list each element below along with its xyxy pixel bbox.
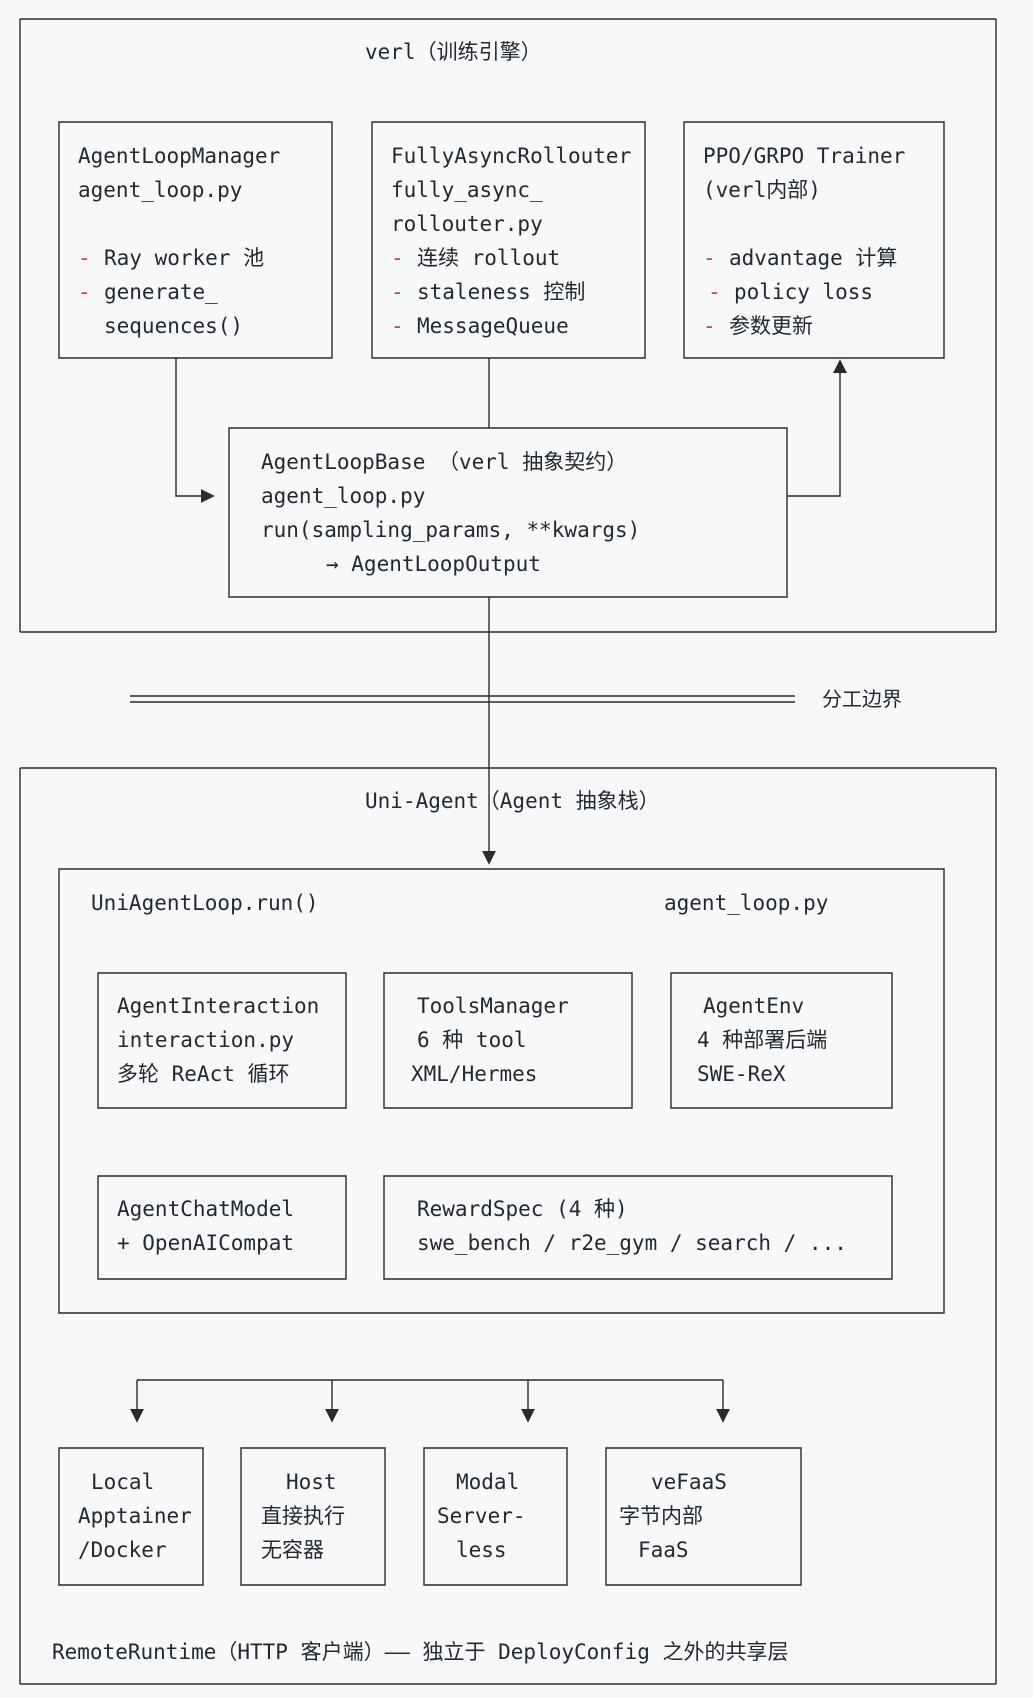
backend-local-line2: Apptainer [78, 1504, 192, 1528]
verl-section-title: verl（训练引擎） [365, 40, 542, 64]
remote-runtime-footer: RemoteRuntime（HTTP 客户端）—— 独立于 DeployConf… [52, 1640, 789, 1664]
backend-local-border [58, 1447, 204, 1586]
agent-loop-base-border [228, 427, 788, 598]
reward-spec-line2: swe_bench / r2e_gym / search / ... [417, 1231, 847, 1255]
backend-modal-line3: less [456, 1538, 507, 1562]
agent-loop-manager-file: agent_loop.py [78, 178, 243, 202]
rollouter-item-staleness: staleness 控制 [417, 280, 586, 304]
agent-env-name: AgentEnv [703, 994, 805, 1018]
rollouter-file-line2: rollouter.py [391, 212, 543, 236]
bullet-dash: - [78, 246, 91, 270]
base-to-trainer-connector [787, 359, 847, 497]
manager-item-generate: generate_ [104, 280, 218, 304]
bullet-dash: - [391, 246, 404, 270]
agent-interaction-desc: 多轮 ReAct 循环 [117, 1062, 290, 1086]
bullet-dash: - [703, 246, 716, 270]
agent-env-border [670, 972, 893, 1109]
agent-interaction-file: interaction.py [117, 1028, 295, 1052]
uni-agent-section-title: Uni-Agent（Agent 抽象栈） [365, 789, 660, 813]
bullet-dash: - [391, 280, 404, 304]
agent-chat-model-line2: + OpenAICompat [117, 1231, 295, 1255]
bullet-dash: - [391, 314, 404, 338]
rollouter-item-continuous: 连续 rollout [417, 246, 561, 270]
rollouter-name: FullyAsyncRollouter [391, 144, 632, 168]
uni-agent-loop-border [58, 868, 945, 1314]
backend-modal-line1: Modal [456, 1470, 520, 1494]
reward-spec-border [383, 1175, 893, 1280]
agent-chat-model-name: AgentChatModel [117, 1197, 295, 1221]
backend-local-line3: /Docker [78, 1538, 167, 1562]
rollouter-item-queue: MessageQueue [417, 314, 569, 338]
verl-section-border [19, 18, 997, 633]
agent-loop-base-title: AgentLoopBase （verl 抽象契约） [261, 450, 628, 474]
backend-host-border [240, 1447, 386, 1586]
backend-vefaas-border [605, 1447, 802, 1586]
rollouter-file-line1: fully_async_ [391, 178, 543, 202]
backend-vefaas-line1: veFaaS [651, 1470, 727, 1494]
boundary-double-line [130, 695, 795, 703]
bullet-dash: - [708, 280, 721, 304]
tools-manager-border [383, 972, 633, 1109]
agent-loop-base-file: agent_loop.py [261, 484, 426, 508]
agent-loop-manager-name: AgentLoopManager [78, 144, 281, 168]
manager-item-ray: Ray worker 池 [104, 246, 265, 270]
backend-host-line1: Host [286, 1470, 337, 1494]
boundary-label: 分工边界 [822, 687, 902, 711]
trainer-subtitle: (verl内部) [703, 178, 821, 202]
reward-spec-name: RewardSpec (4 种) [417, 1197, 628, 1221]
rollouter-border [371, 121, 646, 359]
backend-host-line3: 无容器 [261, 1538, 324, 1562]
trainer-item-advantage: advantage 计算 [729, 246, 898, 270]
agent-loop-base-signature: run(sampling_params, **kwargs) [261, 518, 641, 542]
backend-host-line2: 直接执行 [261, 1504, 345, 1528]
manager-item-sequences: sequences() [104, 314, 244, 338]
tools-manager-line1: 6 种 tool [417, 1028, 527, 1052]
backend-modal-border [423, 1447, 568, 1586]
tools-manager-name: ToolsManager [417, 994, 569, 1018]
agent-interaction-name: AgentInteraction [117, 994, 320, 1018]
trainer-name: PPO/GRPO Trainer [703, 144, 906, 168]
trainer-item-update: 参数更新 [729, 314, 813, 338]
manager-to-base-connector [175, 358, 215, 503]
trainer-item-policy-loss: policy loss [734, 280, 874, 304]
agent-chat-model-border [97, 1175, 347, 1280]
bullet-dash: - [703, 314, 716, 338]
agent-loop-base-returns: → AgentLoopOutput [326, 552, 541, 576]
backend-modal-line2: Server- [437, 1504, 526, 1528]
trainer-border [683, 121, 945, 359]
uni-agent-loop-file: agent_loop.py [664, 891, 829, 915]
uni-agent-section-border [19, 767, 997, 1685]
uni-agent-loop-name: UniAgentLoop.run() [91, 891, 319, 915]
backend-vefaas-line2: 字节内部 [619, 1504, 703, 1528]
agent-env-line1: 4 种部署后端 [697, 1028, 828, 1052]
backend-vefaas-line3: FaaS [638, 1538, 689, 1562]
agent-interaction-border [97, 972, 347, 1109]
agent-loop-manager-border [58, 121, 333, 359]
backend-local-line1: Local [91, 1470, 155, 1494]
tools-manager-line2: XML/Hermes [411, 1062, 538, 1086]
bullet-dash: - [78, 280, 91, 304]
agent-env-line2: SWE-ReX [697, 1062, 786, 1086]
